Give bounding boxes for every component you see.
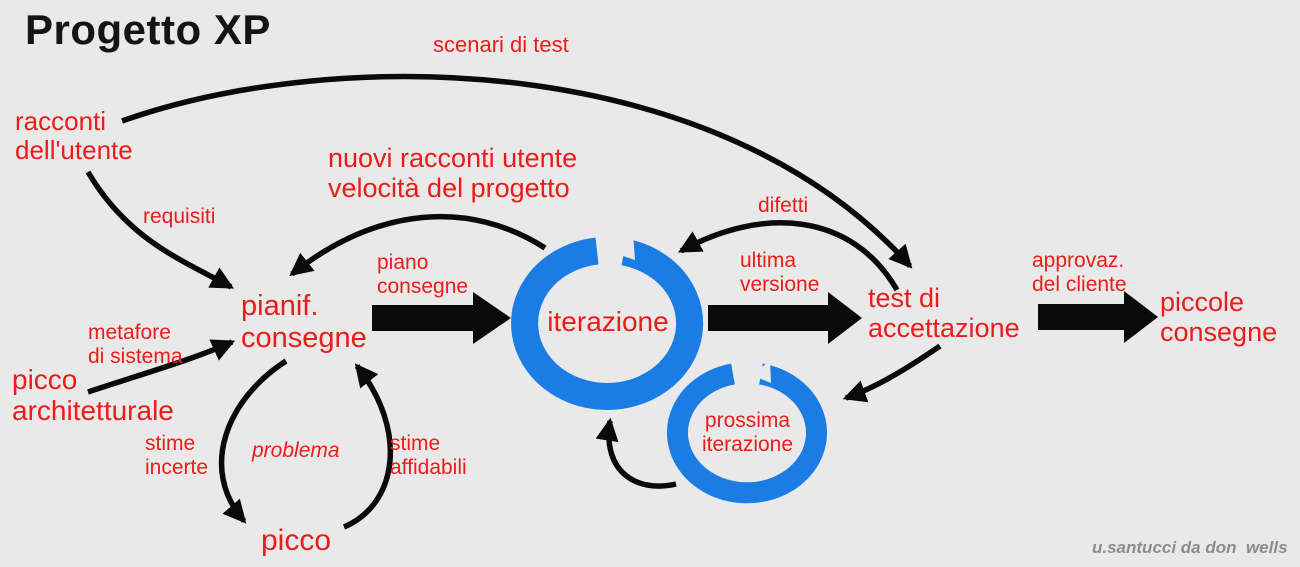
page-title: Progetto XP	[25, 6, 271, 53]
label-problema: problema	[252, 439, 340, 462]
node-prossima-iterazione: prossima iterazione	[701, 409, 794, 456]
node-test-accettazione: test di accettazione	[868, 283, 1020, 344]
node-picco-architetturale: picco architetturale	[12, 364, 174, 427]
flow-arrow-ultima-versione	[708, 292, 862, 344]
flow-arrow-piano-consegne	[372, 292, 511, 344]
arrow-requisiti	[85, 170, 235, 290]
arrow-difetti	[677, 220, 900, 292]
node-picco: picco	[261, 524, 332, 557]
iteration-cycle-ring	[511, 237, 704, 410]
credit-text: u.santucci da don wells	[1092, 538, 1288, 557]
node-iterazione: iterazione	[547, 306, 669, 337]
node-racconti-utente: racconti dell'utente	[15, 106, 133, 166]
arrow-metafore-di-sistema	[87, 339, 236, 395]
node-piccole-consegne: piccole consegne	[1160, 287, 1278, 348]
arrow-scenari-di-test	[121, 73, 913, 269]
node-pianif-consegne: pianif. consegne	[241, 290, 367, 355]
arrow-stime-affidabili	[342, 363, 394, 530]
iteration-ring-notch	[611, 233, 635, 260]
next-iteration-ring-notch	[751, 361, 771, 383]
arrow-stime-incerte	[218, 358, 288, 524]
label-approvazione-cliente: approvaz. del cliente	[1032, 249, 1127, 296]
label-ultima-versione: ultima versione	[740, 249, 820, 296]
label-metafore-di-sistema: metafore di sistema	[88, 321, 183, 368]
label-difetti: difetti	[758, 194, 809, 217]
label-stime-incerte: stime incerte	[145, 432, 209, 479]
flow-arrow-approvazione	[1038, 291, 1158, 343]
label-scenari-di-test: scenari di test	[433, 32, 569, 57]
arrow-next-to-iteration	[595, 417, 677, 489]
arrow-nuovi-racconti	[289, 213, 547, 277]
label-stime-affidabili: stime affidabili	[390, 432, 467, 479]
arrow-to-next-iteration	[842, 343, 942, 403]
next-iteration-cycle-ring	[667, 363, 827, 504]
label-nuovi-racconti: nuovi racconti utente velocità del proge…	[328, 143, 578, 204]
label-requisiti: requisiti	[143, 205, 216, 228]
label-piano-consegne: piano consegne	[377, 251, 469, 298]
